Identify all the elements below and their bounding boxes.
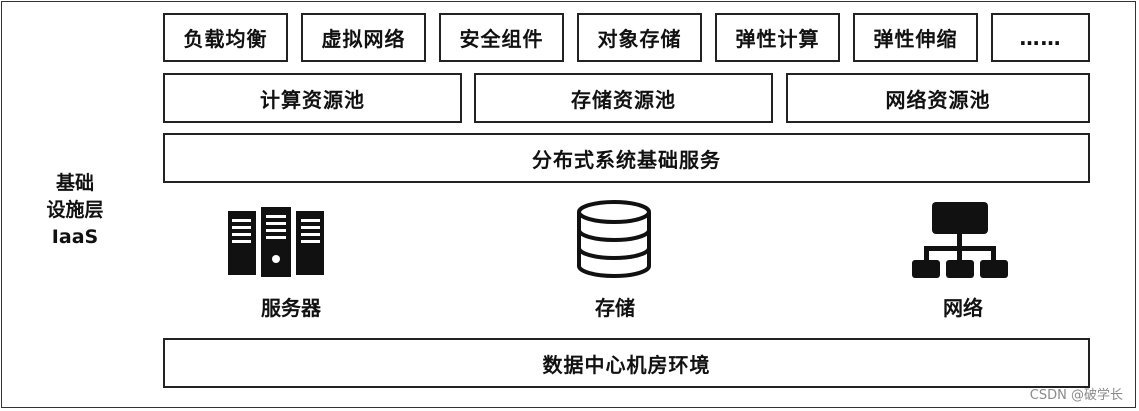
- network-icon: [912, 202, 1008, 278]
- pool-box-compute: 计算资源池: [163, 73, 462, 123]
- storage-label: 存储: [595, 296, 635, 320]
- service-box-virtual-network: 虚拟网络: [301, 13, 426, 62]
- distributed-services-box: 分布式系统基础服务: [163, 133, 1090, 183]
- watermark: CSDN @破学长: [1029, 388, 1123, 403]
- layer-label-line3: IaaS: [51, 226, 99, 248]
- layer-label-line2: 设施层: [46, 199, 104, 221]
- datacenter-box: 数据中心机房环境: [163, 338, 1090, 388]
- server-icon: [228, 207, 324, 277]
- server-label: 服务器: [261, 296, 321, 320]
- network-label: 网络: [943, 296, 983, 320]
- database-icon: [577, 200, 651, 278]
- pool-box-network: 网络资源池: [786, 73, 1090, 123]
- service-box-security: 安全组件: [439, 13, 564, 62]
- service-box-auto-scaling: 弹性伸缩: [853, 13, 978, 62]
- service-box-load-balancing: 负载均衡: [163, 13, 288, 62]
- layer-label-line1: 基础: [55, 172, 94, 194]
- layer-label: 基础 设施层 IaaS: [30, 170, 120, 251]
- pool-box-storage: 存储资源池: [474, 73, 773, 123]
- service-box-object-storage: 对象存储: [577, 13, 702, 62]
- service-box-more: ……: [991, 13, 1090, 62]
- service-box-elastic-compute: 弹性计算: [715, 13, 840, 62]
